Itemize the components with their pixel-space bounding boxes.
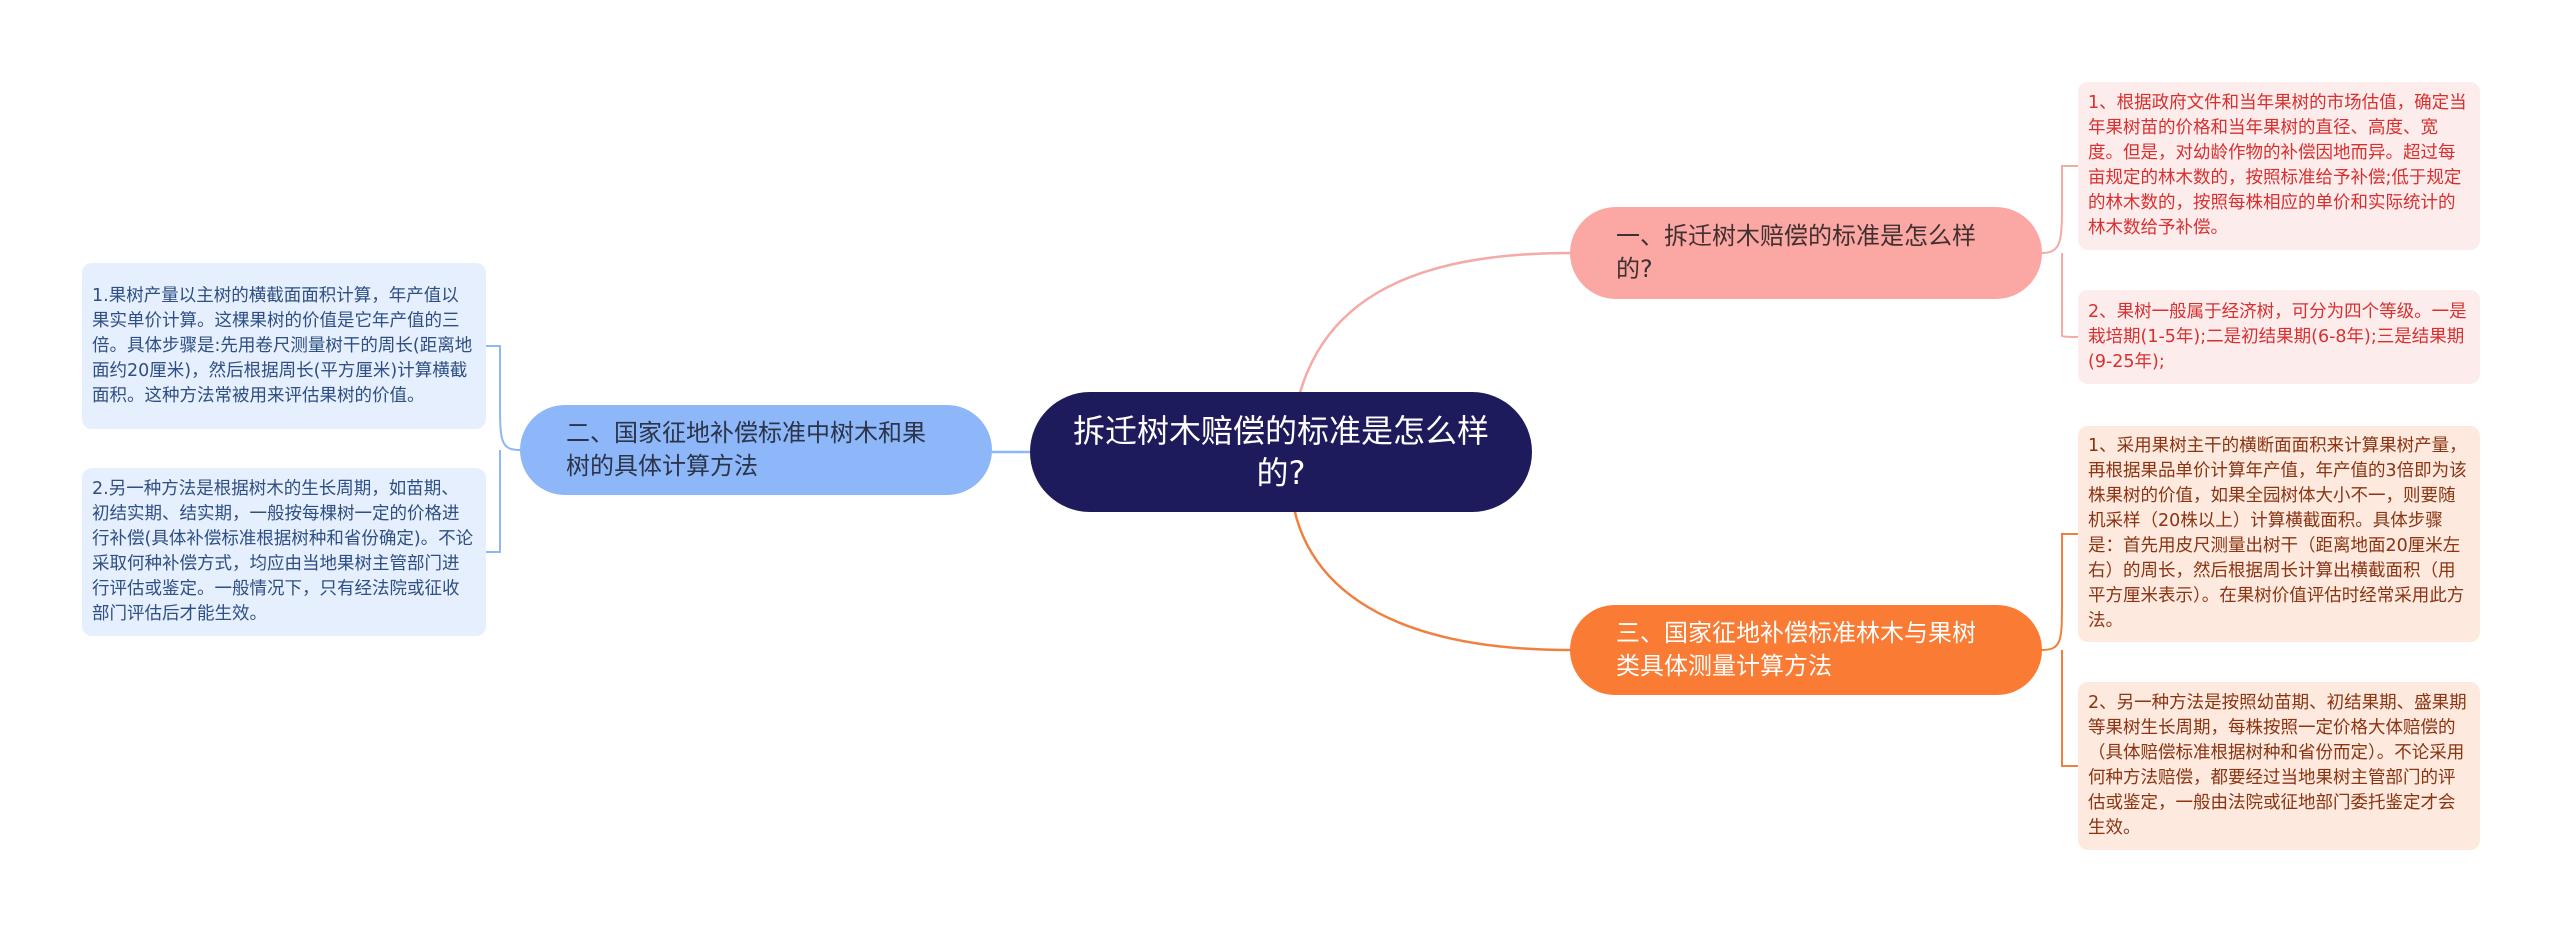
- root-topic[interactable]: 拆迁树木赔偿的标准是怎么样的?: [1030, 392, 1532, 512]
- leaf-topic-2-1-text: 1.果树产量以主树的横截面面积计算，年产值以果实单价计算。这棵果树的价值是它年产…: [92, 285, 473, 406]
- leaf-topic-2-2-text: 2.另一种方法是根据树木的生长周期，如苗期、初结实期、结实期，一般按每棵树一定的…: [92, 479, 474, 624]
- leaf-topic-3-1-text: 1、采用果树主干的横断面面积来计算果树产量，再根据果品单价计算年产值，年产值的3…: [2088, 436, 2467, 631]
- leaf-topic-2-2[interactable]: 2.另一种方法是根据树木的生长周期，如苗期、初结实期、结实期，一般按每棵树一定的…: [82, 468, 486, 636]
- branch-topic-1[interactable]: 一、拆迁树木赔偿的标准是怎么样的?: [1570, 207, 2042, 299]
- leaf-topic-1-2-text: 2、果树一般属于经济树，可分为四个等级。一是栽培期(1-5年);二是初结果期(6…: [2088, 301, 2467, 372]
- branch-topic-2-label: 二、国家征地补偿标准中树木和果树的具体计算方法: [566, 419, 926, 480]
- branch-topic-2[interactable]: 二、国家征地补偿标准中树木和果树的具体计算方法: [520, 405, 992, 495]
- branch-topic-3-label: 三、国家征地补偿标准林木与果树类具体测量计算方法: [1616, 619, 1976, 680]
- leaf-topic-1-1[interactable]: 1、根据政府文件和当年果树的市场估值，确定当年果树苗的价格和当年果树的直径、高度…: [2078, 82, 2480, 250]
- link-root-branch3: [1288, 469, 1571, 652]
- branch-topic-1-label: 一、拆迁树木赔偿的标准是怎么样的?: [1616, 222, 1976, 283]
- bracket-branch3: [2041, 533, 2078, 767]
- root-topic-title: 拆迁树木赔偿的标准是怎么样的?: [1072, 412, 1489, 492]
- leaf-topic-1-2[interactable]: 2、果树一般属于经济树，可分为四个等级。一是栽培期(1-5年);二是初结果期(6…: [2078, 290, 2480, 384]
- bracket-branch2: [486, 345, 521, 553]
- bracket-branch1: [2041, 165, 2079, 338]
- branch-topic-3[interactable]: 三、国家征地补偿标准林木与果树类具体测量计算方法: [1570, 605, 2042, 695]
- leaf-topic-1-1-text: 1、根据政府文件和当年果树的市场估值，确定当年果树苗的价格和当年果树的直径、高度…: [2088, 93, 2467, 238]
- leaf-topic-3-2[interactable]: 2、另一种方法是按照幼苗期、初结果期、盛果期等果树生长周期，每株按照一定价格大体…: [2078, 682, 2480, 850]
- leaf-topic-3-1[interactable]: 1、采用果树主干的横断面面积来计算果树产量，再根据果品单价计算年产值，年产值的3…: [2078, 426, 2480, 642]
- leaf-topic-2-1[interactable]: 1.果树产量以主树的横截面面积计算，年产值以果实单价计算。这棵果树的价值是它年产…: [82, 263, 486, 429]
- leaf-topic-3-2-text: 2、另一种方法是按照幼苗期、初结果期、盛果期等果树生长周期，每株按照一定价格大体…: [2088, 693, 2467, 838]
